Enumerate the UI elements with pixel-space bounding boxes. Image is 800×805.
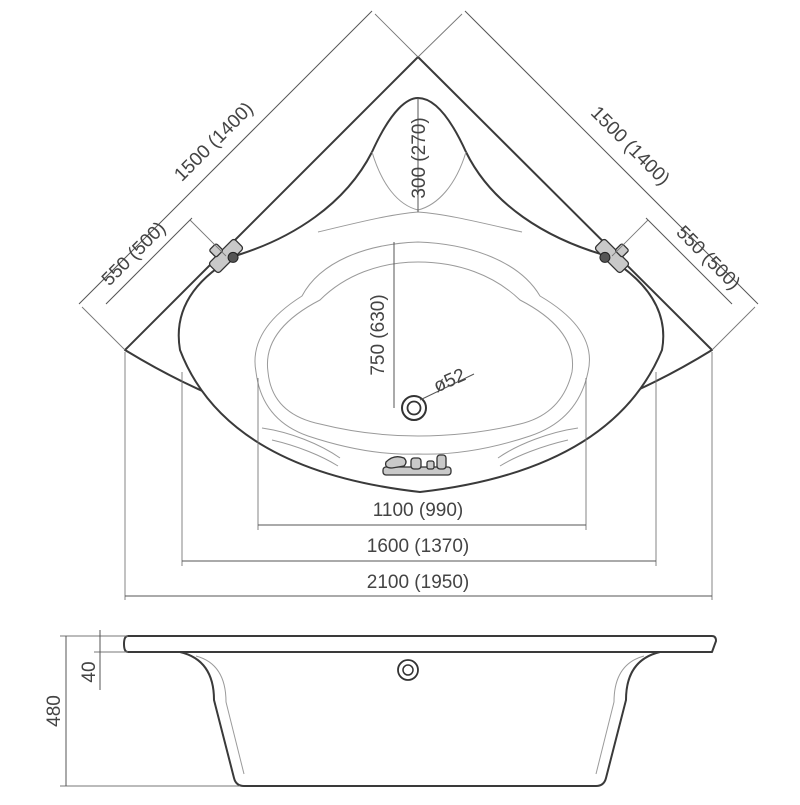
dim-leg-right-label: 550 (500) [672,222,744,294]
top-view: 1500 (1400) 1500 (1400) 550 (500) 550 (5… [78,10,759,600]
dim-seat-depth-label: 300 (270) [409,117,430,198]
side-body-shading-left [195,655,245,775]
armrest-right [497,427,579,467]
dim-basin-depth: 750 (630) [368,242,395,408]
drain [401,395,427,421]
dim-rim-height: 40 [79,630,128,690]
grip-right-tab [615,243,629,258]
side-body-shading-right [595,655,645,775]
drain-inner-ring [406,400,422,416]
grip-left-bolt [227,251,239,263]
grip-right-bolt [599,251,611,263]
dim-basin-width: 1100 (990) [257,378,587,530]
dim-inner-width-label: 1600 (1370) [367,536,469,557]
dim-rim-height-label: 40 [79,661,100,682]
side-rim [123,635,717,653]
faucet-set [382,454,452,476]
dim-leg-left-label: 550 (500) [98,218,170,290]
dim-overall-width-label: 2100 (1950) [367,572,469,593]
side-view: 480 40 [44,630,717,787]
faucet-valve-left [410,457,422,470]
dim-overall-width: 2100 (1950) [124,352,713,600]
faucet-valve-right [436,454,447,470]
basin-floor-outer [254,241,590,455]
side-body [179,651,661,787]
faucet-shower-handle [426,460,435,470]
faucet-spout [384,456,407,469]
side-overflow-inner [402,664,414,676]
armrest-left [261,427,341,467]
tub-inner-edge [177,97,665,493]
dim-height-label: 480 [44,695,65,727]
dim-side-right-label: 1500 (1400) [586,102,673,189]
dim-basin-depth-label: 750 (630) [368,294,389,375]
dim-side-left-label: 1500 (1400) [170,98,257,185]
dim-seat-depth: 300 (270) [409,98,430,212]
basin-floor-inner [266,261,574,437]
dim-inner-width: 1600 (1370) [181,372,657,566]
grip-left-tab [209,243,223,258]
dim-height: 480 [44,635,240,787]
dim-basin-width-label: 1100 (990) [373,500,464,521]
